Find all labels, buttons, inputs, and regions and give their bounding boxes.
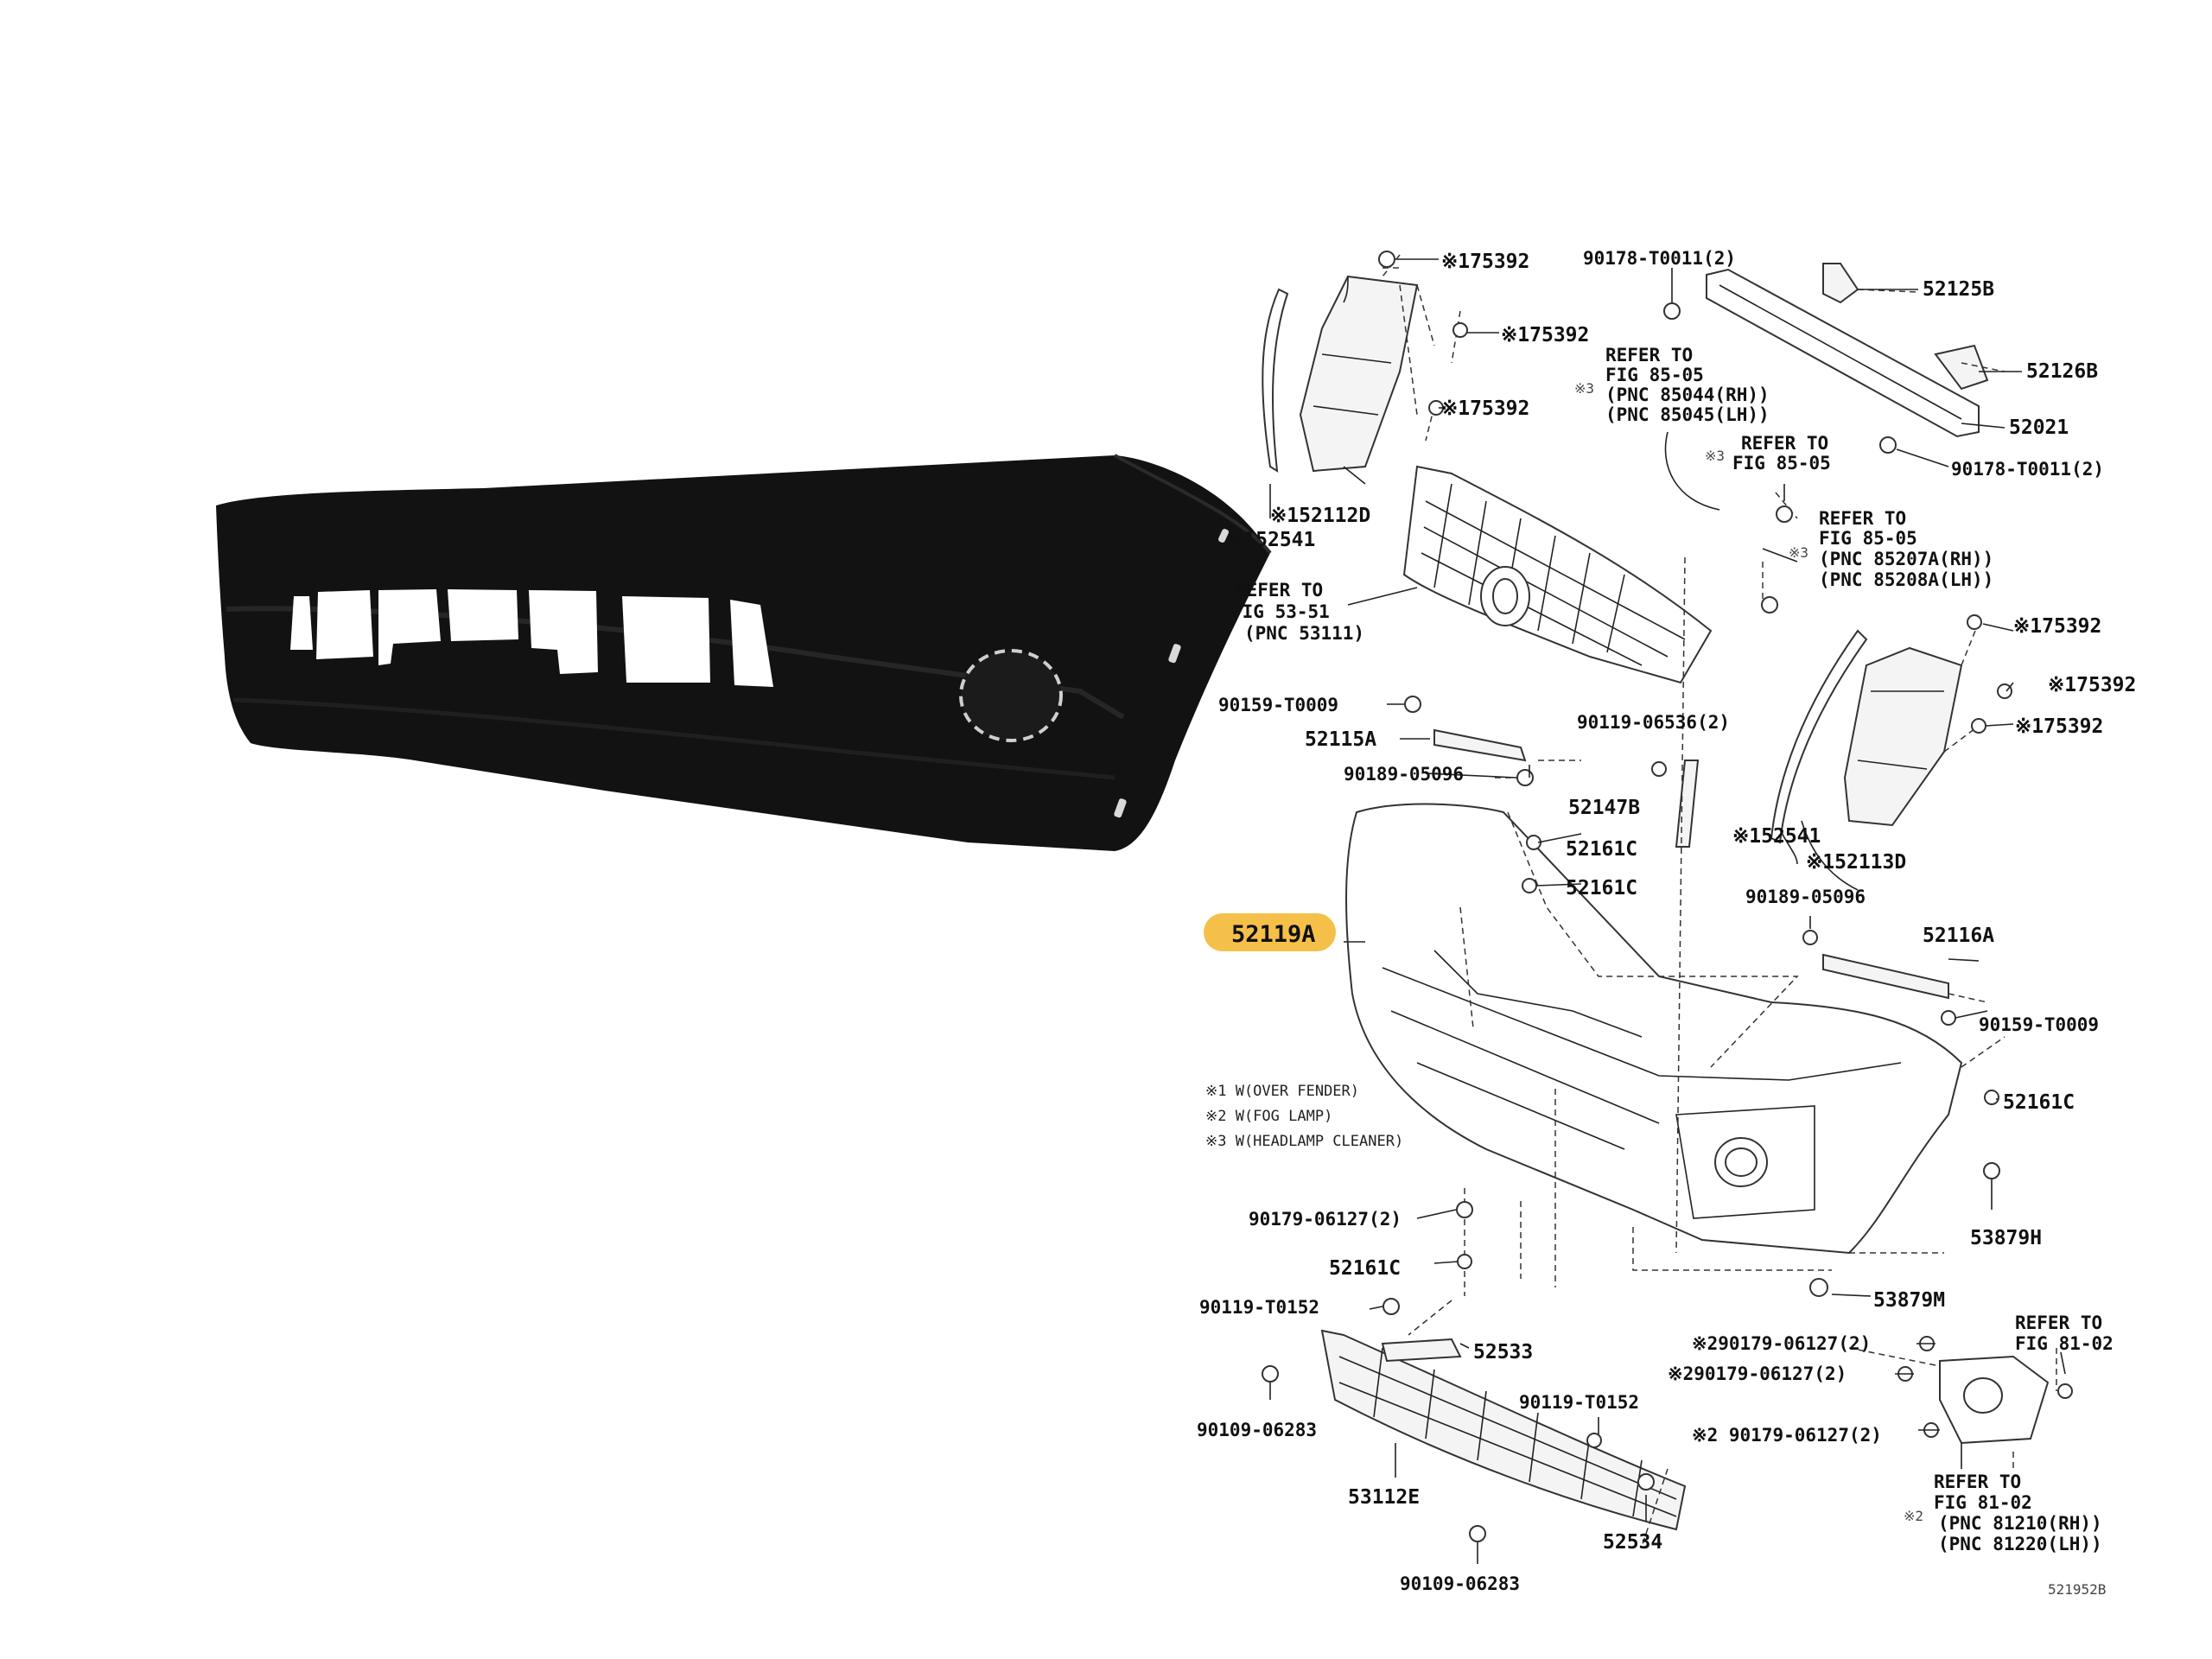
fog-lamp-drawing: [1939, 1355, 2050, 1445]
callout[interactable]: ※175392: [1501, 324, 1589, 346]
marker: ※3: [1789, 544, 1808, 561]
callout-highlighted[interactable]: 52119A: [1231, 921, 1316, 948]
callout[interactable]: 90109-06283: [1197, 1420, 1317, 1440]
callout[interactable]: ※152541: [1227, 529, 1315, 551]
callout[interactable]: ※175392: [1441, 251, 1529, 273]
callout[interactable]: 52161C: [1566, 877, 1637, 899]
bumper-cover-drawing: [1345, 803, 1963, 1255]
callout[interactable]: 90159-T0009: [1218, 695, 1338, 715]
callout[interactable]: REFER TO: [1934, 1471, 2021, 1492]
legend-note: ※2 W(FOG LAMP): [1205, 1108, 1332, 1125]
callout[interactable]: REFER TO: [1741, 433, 1828, 454]
marker: ※3: [1705, 448, 1725, 464]
callout[interactable]: 90178-T0011(2): [1583, 248, 1736, 269]
callout[interactable]: 52021: [2009, 416, 2069, 439]
callout[interactable]: FIG 85-05: [1605, 365, 1704, 385]
marker: ※3: [1574, 380, 1594, 397]
callout[interactable]: REFER TO: [1605, 345, 1693, 365]
retainers: [1433, 728, 1949, 1000]
callout[interactable]: 90159-T0009: [1979, 1014, 2099, 1035]
left-fender-flare: [1262, 267, 1435, 473]
bumper-reinforcement: [1706, 263, 2005, 438]
callout[interactable]: (PNC 81210(RH)): [1938, 1513, 2102, 1534]
radiator-grille: [1402, 465, 1713, 684]
callout[interactable]: ※152113D: [1806, 851, 1906, 874]
callout[interactable]: ※290179-06127(2): [1692, 1333, 1871, 1354]
callout[interactable]: FIG 81-02: [1934, 1492, 2032, 1513]
callout[interactable]: 90119-06536(2): [1577, 712, 1730, 733]
callout[interactable]: 52147B: [1568, 797, 1640, 819]
highlight-52119A: [1204, 913, 1336, 951]
legend-note: ※3 W(HEADLAMP CLEANER): [1205, 1133, 1403, 1150]
callout[interactable]: 52161C: [2003, 1091, 2075, 1114]
callout[interactable]: 90109-06283: [1400, 1573, 1520, 1594]
callout[interactable]: (PNC 85207A(RH)): [1819, 549, 1993, 569]
assembly-guides: [1382, 254, 2057, 1548]
callout[interactable]: FIG 53-51: [1231, 601, 1330, 622]
callout[interactable]: 90179-06127(2): [1249, 1209, 1402, 1230]
callout[interactable]: ※175392: [2013, 615, 2101, 638]
callout[interactable]: ※152112D: [1270, 505, 1370, 527]
callout[interactable]: 52161C: [1566, 838, 1637, 861]
callout[interactable]: (PNC 85208A(LH)): [1819, 569, 1993, 590]
callout[interactable]: 52116A: [1923, 925, 1994, 947]
callout[interactable]: 52125B: [1923, 278, 1994, 301]
callout[interactable]: (PNC 81220(LH)): [1938, 1534, 2102, 1554]
callout[interactable]: ※175392: [2015, 715, 2103, 738]
callout[interactable]: 53879H: [1970, 1227, 2042, 1249]
callout[interactable]: (PNC 85045(LH)): [1605, 404, 1770, 425]
callout[interactable]: (PNC 85044(RH)): [1605, 385, 1770, 405]
callout[interactable]: 53879M: [1873, 1289, 1945, 1312]
lower-grille: [1320, 1329, 1687, 1531]
right-fender-flare: [1770, 621, 1980, 844]
callout[interactable]: 52533: [1473, 1341, 1533, 1363]
callout[interactable]: 52126B: [2026, 360, 2098, 383]
callout[interactable]: 90119-T0152: [1199, 1297, 1319, 1318]
callout[interactable]: ※152541: [1732, 825, 1821, 848]
callout[interactable]: FIG 85-05: [1819, 528, 1917, 549]
fog-lamp-opening: [959, 649, 1063, 742]
legend-note: ※1 W(OVER FENDER): [1205, 1083, 1359, 1100]
callout[interactable]: ※175392: [1441, 397, 1529, 420]
callout[interactable]: ※2 90179-06127(2): [1692, 1425, 1882, 1446]
callout[interactable]: 53112E: [1348, 1486, 1420, 1509]
marker: ※2: [1904, 1508, 1923, 1524]
grille-openings: [290, 589, 773, 687]
diagram-code: 521952B: [2048, 1581, 2106, 1598]
mounting-holes: [1114, 529, 1230, 818]
callout[interactable]: 52115A: [1305, 728, 1376, 751]
callout[interactable]: 52161C: [1329, 1257, 1401, 1280]
callout[interactable]: FIG 85-05: [1732, 453, 1831, 474]
callout[interactable]: 90189-05096: [1745, 887, 1866, 907]
callout[interactable]: REFER TO: [2015, 1313, 2102, 1333]
callout[interactable]: ※175392: [2048, 674, 2136, 696]
fasteners: [1262, 251, 2073, 1542]
callout[interactable]: REFER TO: [1236, 580, 1323, 601]
callout[interactable]: 90119-T0152: [1519, 1392, 1639, 1413]
callout[interactable]: 90178-T0011(2): [1951, 459, 2104, 480]
callout[interactable]: (PNC 53111): [1244, 623, 1364, 644]
callout[interactable]: 52534: [1603, 1531, 1662, 1554]
callout[interactable]: REFER TO: [1819, 508, 1906, 529]
leader-lines: [1269, 258, 2066, 1564]
callout[interactable]: 90189-05096: [1344, 764, 1464, 785]
callout[interactable]: FIG 81-02: [2015, 1333, 2113, 1354]
callout[interactable]: ※290179-06127(2): [1668, 1363, 1847, 1384]
